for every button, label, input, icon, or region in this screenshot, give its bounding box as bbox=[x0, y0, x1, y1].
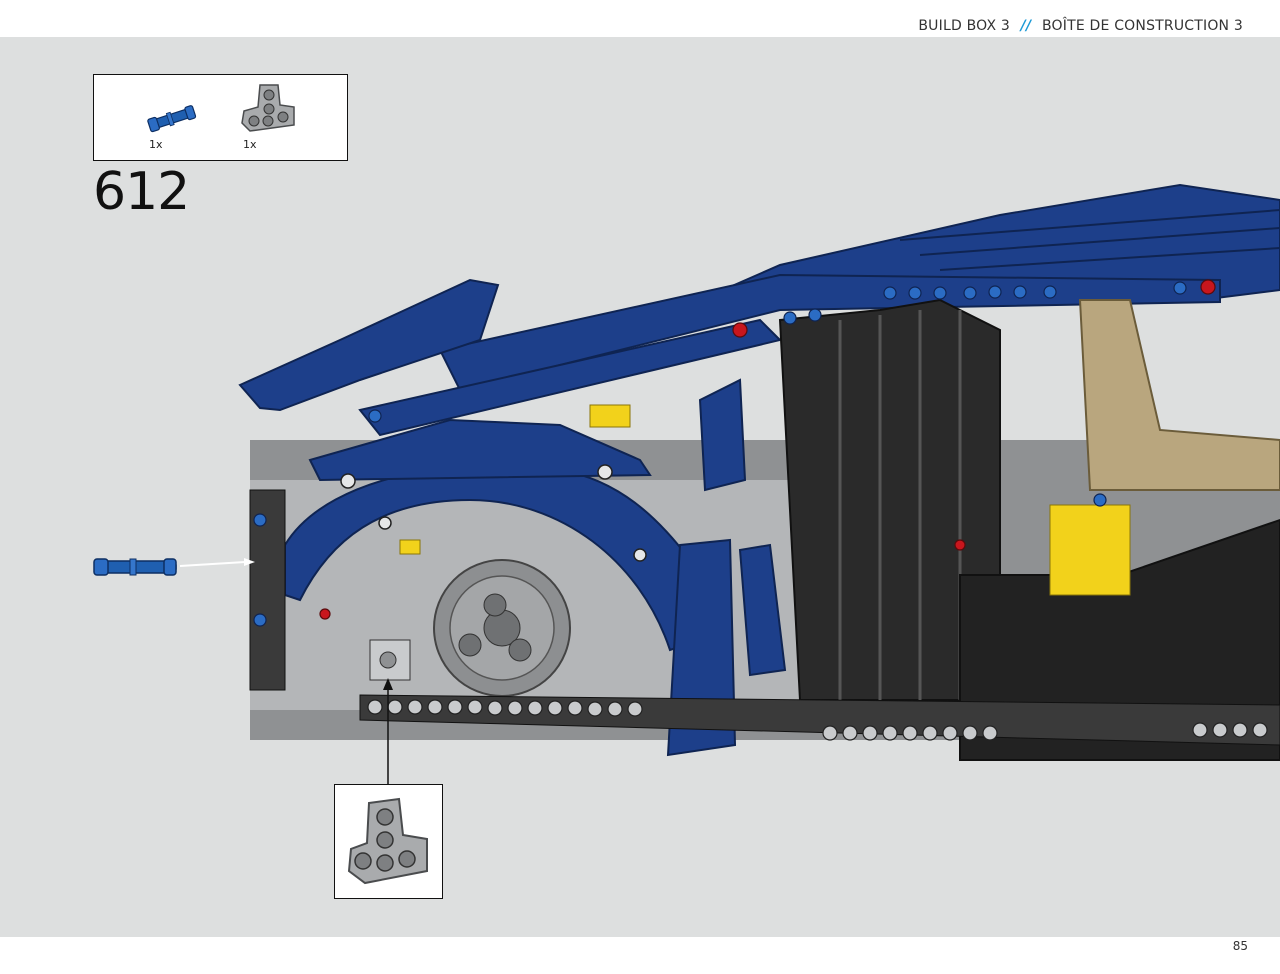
blue-axle-pin-icon bbox=[147, 105, 197, 133]
build-box-label-fr: BOÎTE DE CONSTRUCTION 3 bbox=[1041, 18, 1243, 34]
page-footer: 85 bbox=[0, 937, 1280, 974]
parts-list-item: 1x bbox=[240, 81, 300, 151]
header-title: BUILD BOX 3 // BOÎTE DE CONSTRUCTION 3 bbox=[918, 18, 1243, 34]
part-quantity: 1x bbox=[243, 138, 257, 151]
blue-axle-pin-inserting bbox=[93, 558, 177, 576]
instruction-canvas: 1x 1x 612 bbox=[0, 37, 1280, 937]
light-gray-t-beam-icon bbox=[347, 797, 428, 885]
parts-list-box: 1x 1x bbox=[93, 74, 348, 161]
page-header: BUILD BOX 3 // BOÎTE DE CONSTRUCTION 3 bbox=[0, 0, 1280, 37]
step-number: 612 bbox=[93, 162, 190, 222]
front-flap bbox=[238, 278, 500, 412]
middle-beam bbox=[358, 318, 782, 437]
parts-list-item: 1x bbox=[146, 103, 198, 151]
tan-frame bbox=[1078, 299, 1280, 491]
build-box-label: BUILD BOX 3 bbox=[918, 18, 1011, 34]
header-separator: // bbox=[1020, 18, 1032, 34]
light-gray-t-beam-icon bbox=[241, 84, 295, 132]
page-number: 85 bbox=[1232, 939, 1248, 953]
part-quantity: 1x bbox=[149, 138, 163, 151]
insertion-arrow bbox=[179, 561, 246, 567]
callout-box bbox=[334, 784, 443, 899]
model-illustration bbox=[179, 183, 1280, 784]
